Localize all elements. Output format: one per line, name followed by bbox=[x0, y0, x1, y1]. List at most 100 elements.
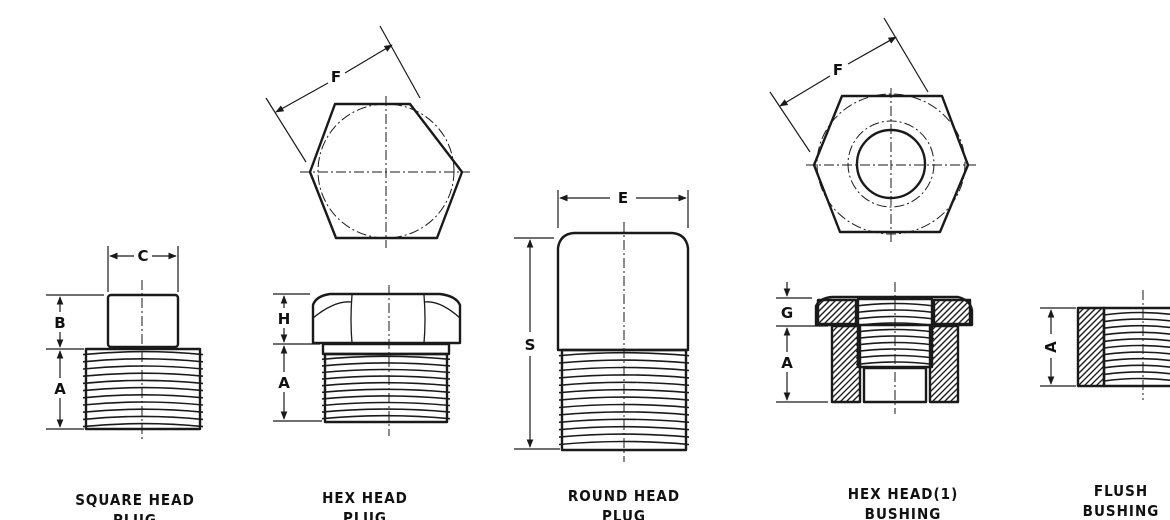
thread-crest bbox=[82, 358, 204, 363]
bushing-right-wall-hatch bbox=[929, 369, 959, 399]
bushing-internal-thread bbox=[855, 315, 935, 320]
thread-crest bbox=[321, 375, 451, 380]
hex-plug-chamfer-circle bbox=[317, 103, 455, 239]
thread-crest bbox=[82, 422, 204, 428]
thread-crest bbox=[321, 388, 451, 394]
flush-internal-thread bbox=[1103, 371, 1170, 376]
flush-left-wall-hatch bbox=[1083, 365, 1105, 387]
square-plug-threads bbox=[82, 350, 204, 428]
flush-left-wall-hatch bbox=[1089, 371, 1105, 387]
bushing-internal-thread bbox=[855, 328, 935, 333]
square-plug-a-label: A bbox=[54, 380, 66, 398]
flush-left-wall-hatch bbox=[1077, 307, 1091, 321]
flush-left-wall-hatch bbox=[1077, 323, 1105, 351]
bushing-right-flange-hatch bbox=[939, 299, 965, 325]
hex-head-plug: F H A bbox=[265, 25, 470, 436]
bushing-left-wall-hatch bbox=[831, 327, 861, 357]
bushing-right-wall-hatch bbox=[929, 363, 959, 393]
bushing-right-wall-hatch bbox=[955, 399, 959, 403]
flush-left-wall-hatch bbox=[1077, 311, 1105, 339]
bushing-right-wall-hatch bbox=[929, 351, 959, 381]
thread-crest bbox=[558, 418, 690, 424]
thread-crest bbox=[321, 355, 451, 361]
flush-internal-thread bbox=[1103, 318, 1170, 323]
bushing-right-wall-hatch bbox=[931, 375, 959, 403]
hex-plug-head-side bbox=[311, 292, 462, 345]
round-head-plug-caption: ROUND HEAD PLUG bbox=[567, 487, 681, 520]
thread-crest bbox=[321, 395, 451, 400]
square-head bbox=[106, 293, 180, 349]
round-plug-s-label: S bbox=[525, 336, 536, 354]
bushing-right-wall-hatch bbox=[929, 345, 959, 375]
bushing-left-wall-hatch bbox=[851, 393, 861, 403]
f-extension-right bbox=[883, 17, 929, 93]
f-dim-left bbox=[779, 75, 831, 107]
bushing-right-flange-hatch bbox=[933, 299, 947, 313]
flush-internal-thread bbox=[1103, 357, 1170, 362]
hex-plug-flat-edges bbox=[312, 294, 461, 344]
thread-crest bbox=[558, 381, 690, 387]
f-dim-right bbox=[344, 44, 393, 74]
flush-left-wall-hatch bbox=[1077, 307, 1097, 327]
flush-left-wall-hatch bbox=[1077, 353, 1105, 381]
bushing-left-wall-hatch bbox=[833, 375, 861, 403]
bushing-left-flange-hatch bbox=[853, 321, 857, 325]
thread-crest bbox=[82, 394, 204, 399]
bushing-internal-thread bbox=[855, 309, 935, 314]
hex-plug-a-label: A bbox=[278, 374, 290, 392]
hex-head-bushing: F G A bbox=[769, 17, 976, 414]
bushing-left-wall-hatch bbox=[831, 325, 845, 339]
bushing-left-flange-hatch bbox=[817, 299, 825, 307]
flush-left-wall-hatch bbox=[1077, 347, 1105, 375]
bushing-right-flange-hatch bbox=[951, 305, 971, 325]
bushing-left-wall-hatch bbox=[831, 325, 857, 351]
square-plug-b-label: B bbox=[54, 314, 65, 332]
bushing-right-wall-hatch bbox=[937, 381, 959, 403]
flush-bushing-a-label: A bbox=[1042, 341, 1060, 353]
hex-bushing-f-label: F bbox=[833, 61, 843, 79]
bushing-right-flange-hatch bbox=[963, 317, 971, 325]
thread-crest bbox=[82, 372, 204, 377]
f-dim-left bbox=[275, 82, 329, 113]
square-plug-c-label: C bbox=[137, 247, 148, 265]
thread-crest bbox=[321, 381, 451, 387]
thread-crest bbox=[82, 408, 204, 413]
thread-crest bbox=[558, 359, 690, 364]
flush-internal-thread bbox=[1103, 344, 1170, 349]
thread-crest bbox=[321, 414, 451, 420]
hex-plug-thread-body bbox=[323, 352, 449, 424]
bushing-left-wall-hatch bbox=[857, 399, 861, 403]
bushing-left-flange-hatch bbox=[817, 299, 843, 325]
flush-left-wall-hatch bbox=[1095, 377, 1105, 387]
thread-crest bbox=[82, 350, 204, 356]
bushing-left-flange-hatch bbox=[841, 309, 857, 325]
thread-crest bbox=[82, 365, 204, 370]
flush-left-wall-hatch bbox=[1077, 329, 1105, 357]
thread-crest bbox=[82, 379, 204, 385]
bushing-right-wall-hatch bbox=[949, 393, 959, 403]
flush-internal-thread bbox=[1103, 324, 1170, 329]
bushing-left-wall-hatch bbox=[831, 363, 861, 393]
thread-crest bbox=[321, 368, 451, 374]
round-head-plug: E S bbox=[514, 189, 690, 462]
hex-bushing-a-label: A bbox=[781, 354, 793, 372]
flush-left-wall-hatch bbox=[1077, 307, 1103, 333]
bushing-right-wall-hatch bbox=[929, 357, 959, 387]
bushing-left-wall-hatch bbox=[831, 357, 861, 387]
hex-plug-threads bbox=[321, 355, 451, 420]
flush-bushing-caption: FLUSH BUSHING bbox=[1082, 482, 1160, 520]
bushing-left-wall-hatch bbox=[831, 339, 861, 369]
bushing-left-wall-hatch bbox=[831, 345, 861, 375]
bushing-left-flange-hatch bbox=[823, 299, 849, 325]
hex-plug-f-label: F bbox=[331, 68, 341, 86]
thread-crest bbox=[321, 408, 451, 413]
bushing-left-flange-hatch bbox=[847, 315, 857, 325]
thread-crest bbox=[82, 386, 204, 392]
bushing-right-wall-hatch bbox=[943, 387, 959, 403]
hex-bushing-g-label: G bbox=[781, 304, 793, 322]
round-plug-e-label: E bbox=[618, 189, 628, 207]
thread-crest bbox=[82, 415, 204, 421]
flush-internal-thread bbox=[1103, 364, 1170, 369]
bushing-right-flange-hatch bbox=[933, 299, 953, 319]
bushing-left-wall-hatch bbox=[845, 387, 861, 403]
